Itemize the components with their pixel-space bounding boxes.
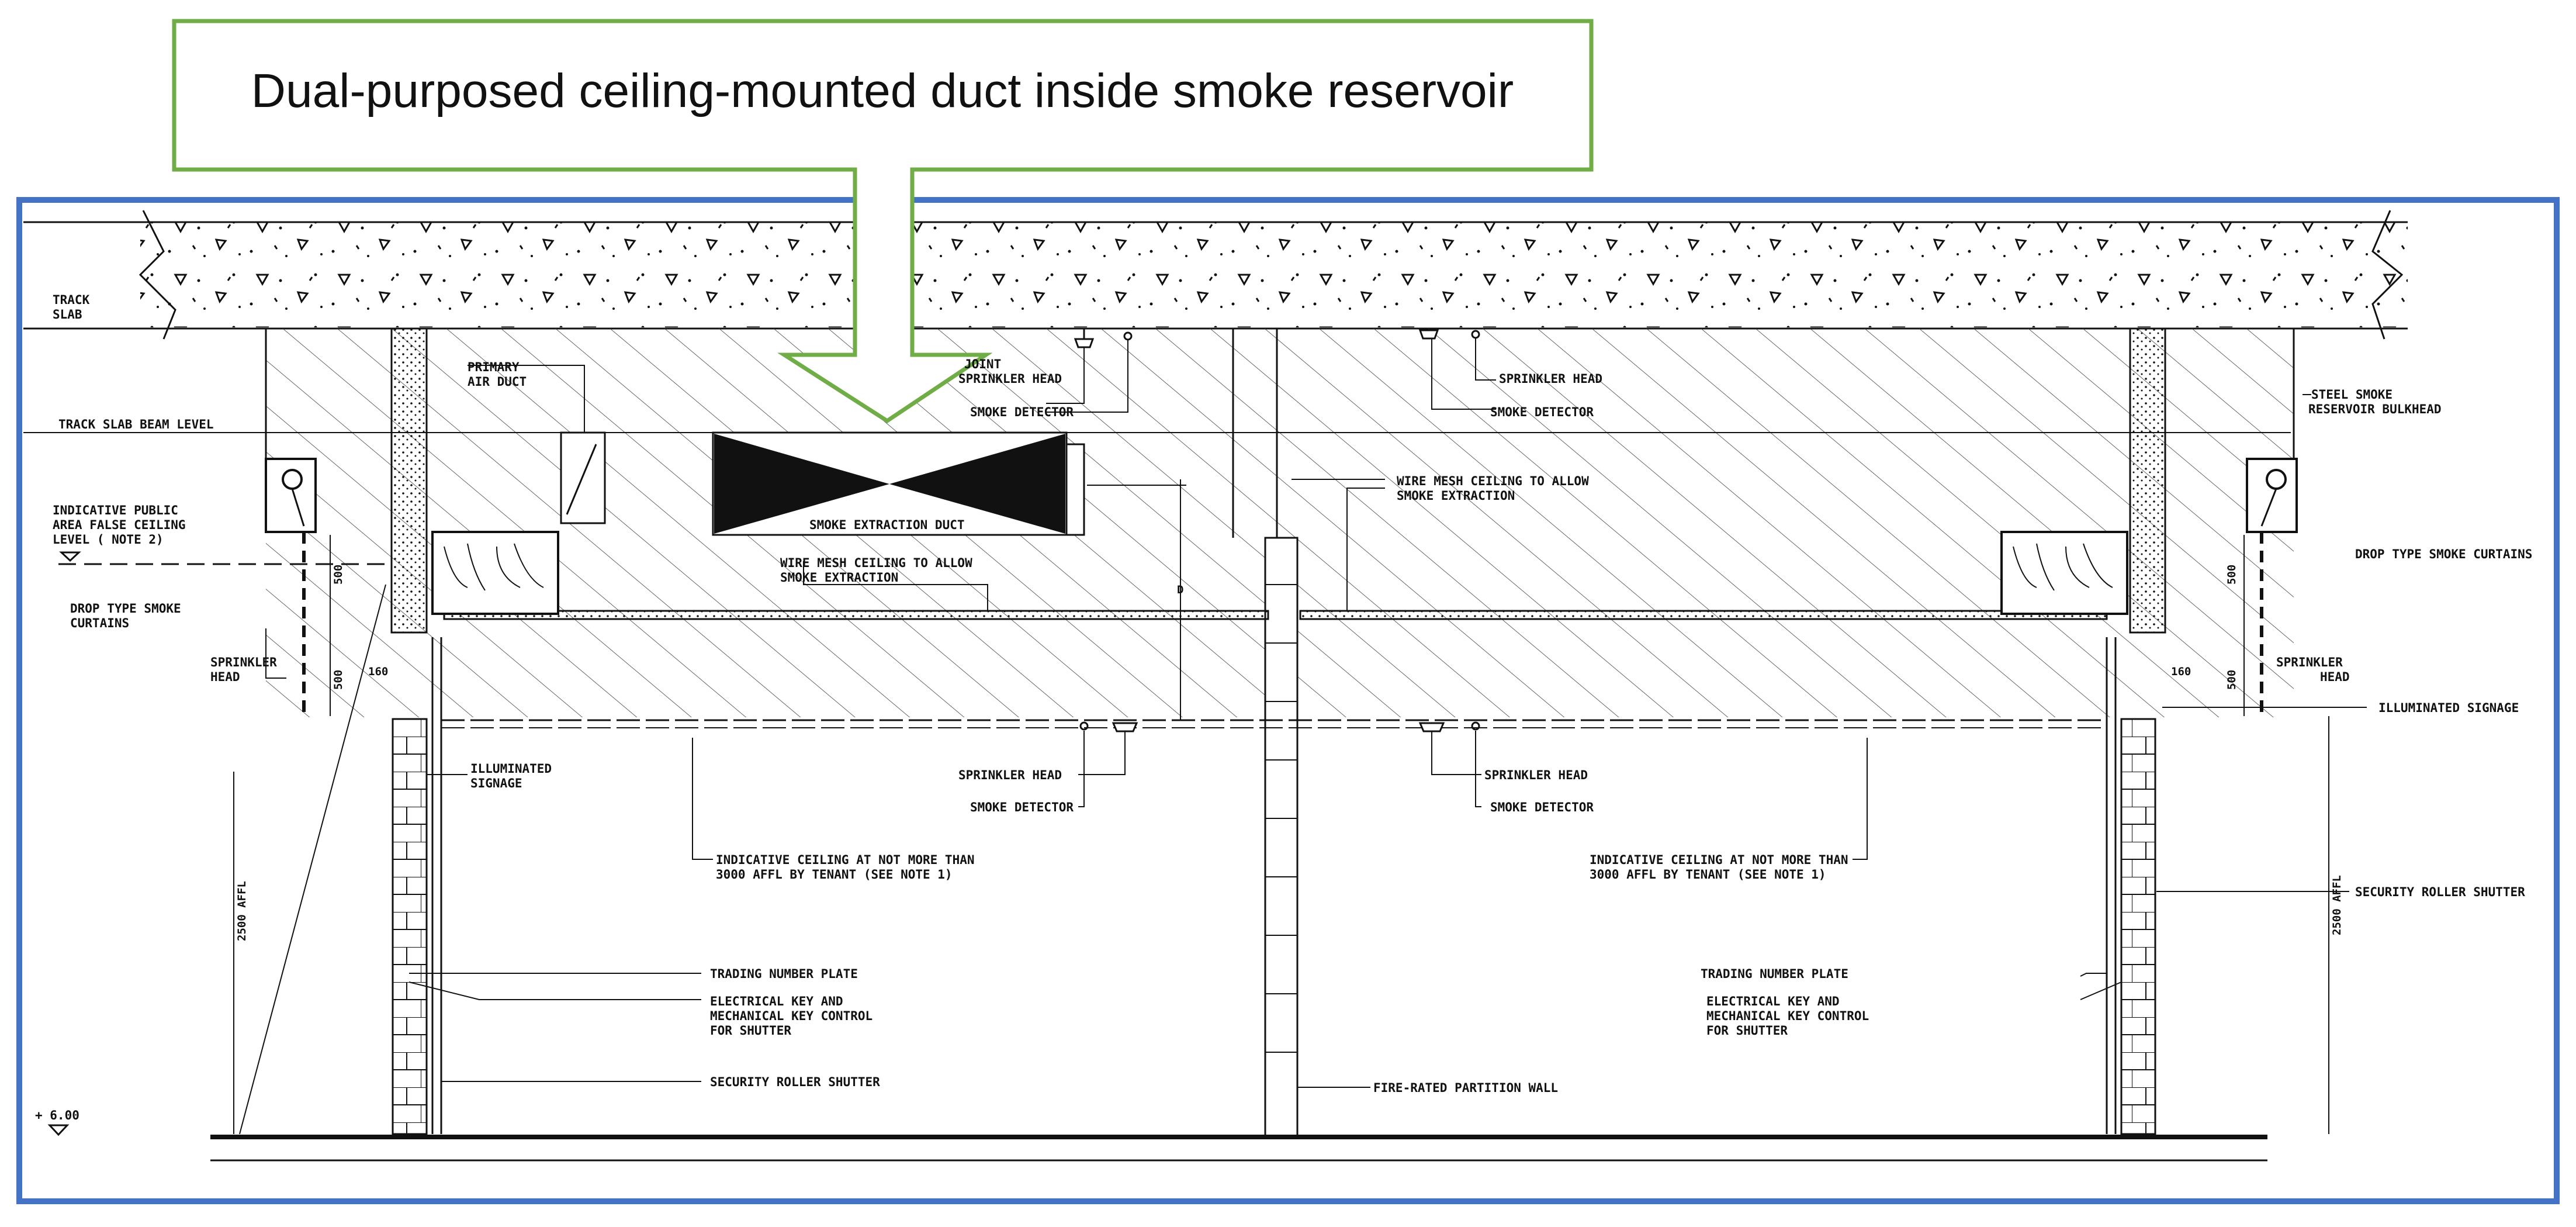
label-dim-500-b: 500 (332, 670, 345, 690)
drop-curtain-roller-left (265, 458, 317, 716)
smoke-extraction-duct (712, 431, 1085, 536)
label-public-ceiling-3: LEVEL ( NOTE 2) (53, 533, 164, 547)
label-public-ceiling-2: AREA FALSE CEILING (53, 518, 186, 532)
fire-rated-partition (1264, 537, 1299, 1138)
label-indicative-ceiling-left-2: 3000 AFFL BY TENANT (SEE NOTE 1) (716, 867, 953, 882)
label-indicative-ceiling-right-2: 3000 AFFL BY TENANT (SEE NOTE 1) (1590, 867, 1826, 882)
label-sprinkler-head-right-1: SPRINKLER (2276, 655, 2343, 669)
label-electrical-key-left-3: FOR SHUTTER (710, 1024, 791, 1038)
label-joint-sprinkler-1: JOINT (964, 357, 1001, 371)
drop-curtain-roller-right (2246, 458, 2298, 716)
label-trading-plate-left: TRADING NUMBER PLATE (710, 967, 858, 981)
sprinkler-head-mid-left (1079, 721, 1138, 732)
label-dim-500-c: 500 (2225, 565, 2238, 585)
sprinkler-head-mid-right (1418, 721, 1480, 732)
label-public-ceiling-1: INDICATIVE PUBLIC (53, 503, 178, 517)
label-sprinkler-head-left-2: HEAD (210, 670, 240, 684)
label-smoke-detector-top-right: SMOKE DETECTOR (1490, 405, 1594, 419)
label-trading-plate-right: TRADING NUMBER PLATE (1701, 967, 1848, 981)
label-dim-160-left: 160 (368, 665, 388, 678)
label-track-slab-1: TRACK (53, 293, 90, 307)
label-fire-rated-wall: FIRE-RATED PARTITION WALL (1373, 1081, 1558, 1095)
sprinkler-head-top-right (1418, 329, 1480, 340)
label-wire-mesh-right-2: SMOKE EXTRACTION (1397, 489, 1515, 503)
callout-text: Dual-purposed ceiling-mounted duct insid… (251, 64, 1514, 117)
smoke-curtain-box-left (431, 531, 559, 615)
label-affl-right: 2500 AFFL (2331, 875, 2343, 935)
label-dim-500-d: 500 (2225, 670, 2238, 690)
label-track-slab-beam-level: TRACK SLAB BEAM LEVEL (58, 417, 214, 431)
label-smoke-detector-mid-left: SMOKE DETECTOR (970, 800, 1074, 814)
label-illuminated-signage-left-1: ILLUMINATED (470, 762, 552, 776)
label-smoke-detector-top-left: SMOKE DETECTOR (970, 405, 1074, 419)
label-drop-curtains-right: DROP TYPE SMOKE CURTAINS (2355, 547, 2532, 561)
level-triangle-icon (47, 1124, 70, 1136)
label-wire-mesh-right-1: WIRE MESH CEILING TO ALLOW (1397, 474, 1589, 488)
label-drop-curtains-left-1: DROP TYPE SMOKE (70, 602, 181, 616)
track-slab (23, 210, 2408, 340)
label-sprinkler-head-mid-right: SPRINKLER HEAD (1484, 768, 1588, 782)
column-right (2129, 327, 2166, 634)
wire-mesh-ceiling-left (443, 610, 1269, 620)
label-sprinkler-head-right-2: HEAD (2320, 670, 2350, 684)
wire-mesh-ceiling-right (1299, 610, 2108, 620)
label-dim-160-right: 160 (2171, 665, 2191, 678)
label-primary-air-duct-1: PRIMARY (468, 360, 520, 374)
label-smoke-detector-mid-right: SMOKE DETECTOR (1490, 800, 1594, 814)
column-left (390, 327, 428, 634)
label-illuminated-signage-right: ILLUMINATED SIGNAGE (2378, 701, 2519, 715)
label-joint-sprinkler-2: SPRINKLER HEAD (958, 372, 1062, 386)
label-drop-curtains-left-2: CURTAINS (70, 616, 129, 630)
label-track-slab-2: SLAB (53, 307, 82, 322)
label-electrical-key-left-2: MECHANICAL KEY CONTROL (710, 1009, 872, 1023)
brick-wall-right (2120, 718, 2156, 1135)
label-sprinkler-head-left-1: SPRINKLER (210, 655, 277, 669)
label-level-mark: + 6.00 (35, 1108, 79, 1122)
primary-air-duct (560, 431, 606, 524)
label-security-shutter-left: SECURITY ROLLER SHUTTER (710, 1075, 880, 1089)
label-electrical-key-right-3: FOR SHUTTER (1706, 1024, 1788, 1038)
label-sprinkler-head-mid-left: SPRINKLER HEAD (958, 768, 1062, 782)
label-steel-bulkhead-1: STEEL SMOKE (2311, 388, 2393, 402)
level-triangle-icon-2 (59, 551, 81, 562)
label-sprinkler-head-top-right: SPRINKLER HEAD (1499, 372, 1602, 386)
label-wire-mesh-left-2: SMOKE EXTRACTION (780, 571, 898, 585)
label-wire-mesh-left-1: WIRE MESH CEILING TO ALLOW (780, 556, 972, 570)
label-steel-bulkhead-2: RESERVOIR BULKHEAD (2308, 402, 2442, 416)
label-dim-500-a: 500 (332, 565, 345, 585)
label-security-shutter-right: SECURITY ROLLER SHUTTER (2355, 885, 2525, 899)
label-affl-left: 2500 AFFL (236, 881, 248, 941)
label-dim-d: D (1177, 583, 1183, 596)
label-primary-air-duct-2: AIR DUCT (468, 375, 527, 389)
label-smoke-extraction-duct: SMOKE EXTRACTION DUCT (809, 518, 965, 532)
label-indicative-ceiling-right-1: INDICATIVE CEILING AT NOT MORE THAN (1590, 853, 1848, 867)
label-electrical-key-right-1: ELECTRICAL KEY AND (1706, 994, 1840, 1008)
label-electrical-key-right-2: MECHANICAL KEY CONTROL (1706, 1009, 1869, 1023)
label-electrical-key-left-1: ELECTRICAL KEY AND (710, 994, 843, 1008)
label-illuminated-signage-left-2: SIGNAGE (470, 776, 522, 790)
drawing-frame (16, 197, 2560, 1204)
callout-box (172, 19, 1594, 424)
brick-wall-left (392, 718, 428, 1135)
label-indicative-ceiling-left-1: INDICATIVE CEILING AT NOT MORE THAN (716, 853, 975, 867)
smoke-curtain-box-right (2000, 531, 2128, 615)
